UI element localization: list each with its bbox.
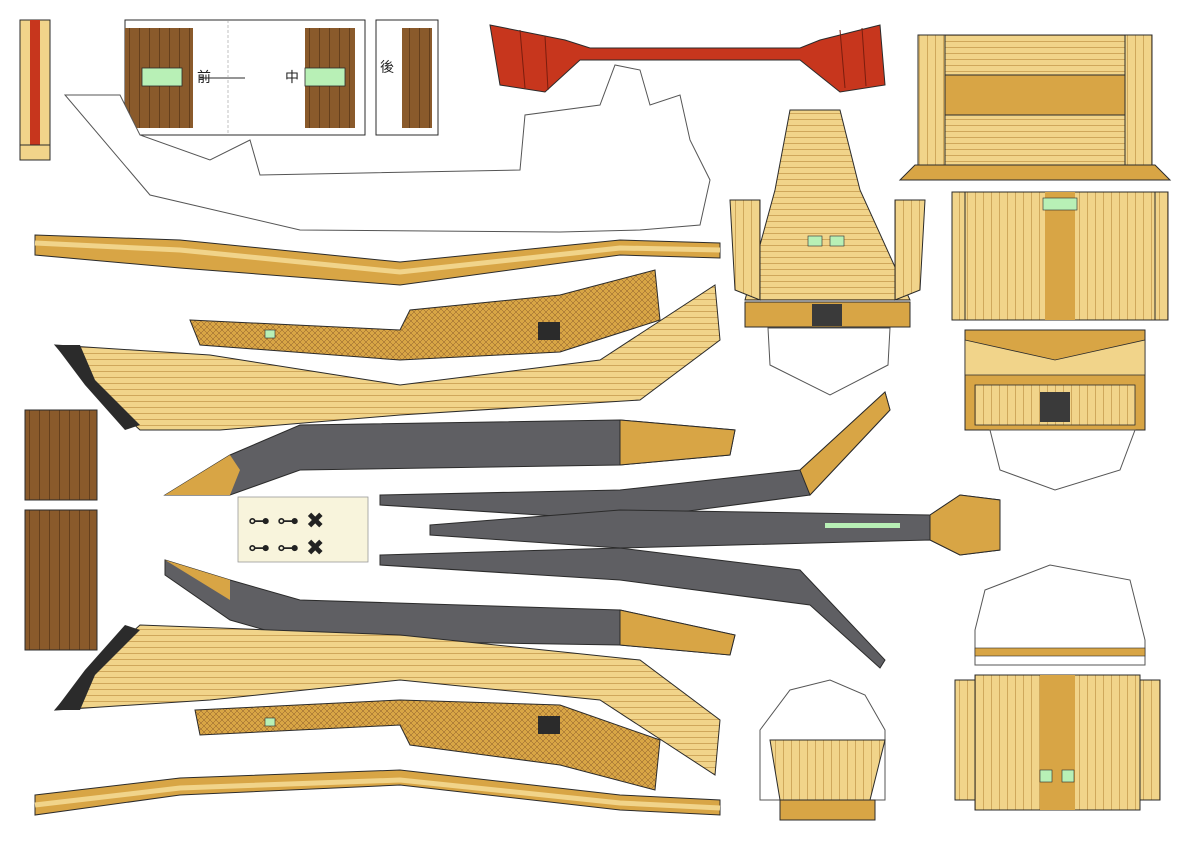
mast-strip — [19, 19, 51, 161]
bow-cabin — [729, 109, 926, 396]
fittings-card: ⊶ ⊶ ✖ ⊶ ⊶ ✖ — [237, 496, 369, 563]
main-hull-side-upper — [53, 284, 721, 431]
deck-panel: 前 中 — [124, 19, 366, 136]
svg-text:⊶ ⊶ ✖: ⊶ ⊶ ✖ — [248, 509, 324, 534]
lower-rail-strip — [34, 769, 721, 816]
stern-cabin-panel — [954, 674, 1161, 811]
bow-transom — [759, 679, 886, 821]
side-dark-panel-upper — [24, 409, 98, 501]
side-dark-panel-lower — [24, 509, 98, 651]
lower-hull-side — [194, 699, 661, 791]
stern-deck-right — [951, 191, 1169, 321]
deck-mark-middle: 中 — [285, 70, 299, 86]
stern-deck-panel: 後 — [375, 19, 439, 136]
stern-gallery — [964, 329, 1146, 491]
main-hull-side-lower — [53, 624, 721, 776]
upper-hull-side — [189, 269, 661, 361]
stern-former-outline — [974, 564, 1146, 666]
deck-mark-rear: 後 — [380, 60, 394, 76]
keel-center — [379, 391, 1001, 669]
hull-former-outline — [63, 64, 711, 233]
upper-rail-strip — [34, 234, 721, 286]
stern-cabin-roof — [898, 34, 1172, 181]
hull-bottom-upper — [163, 419, 736, 496]
svg-text:⊶ ⊶ ✖: ⊶ ⊶ ✖ — [248, 536, 324, 561]
red-sail-piece — [489, 24, 886, 93]
deck-mark-front: 前 — [197, 69, 211, 86]
